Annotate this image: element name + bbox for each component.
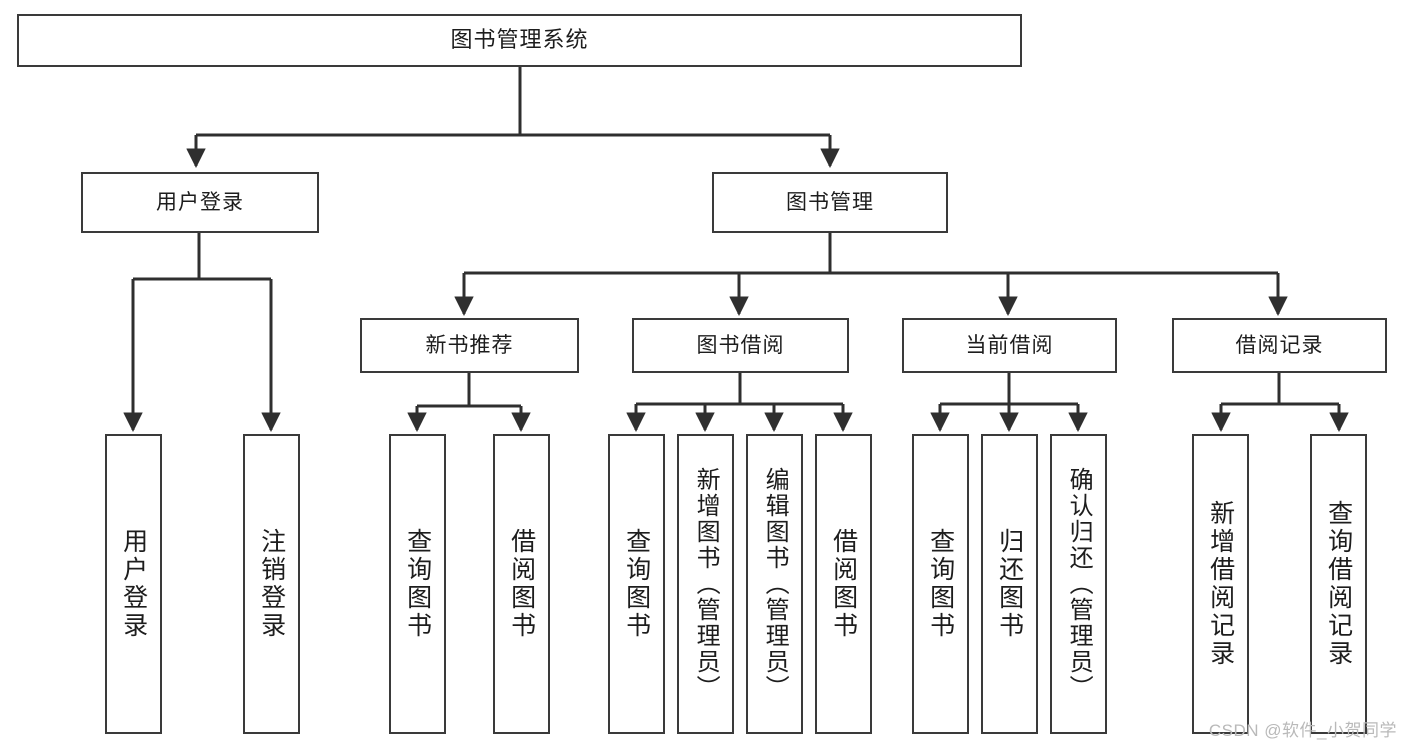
node-label: 图书管理	[786, 190, 874, 214]
node-label: 借阅记录	[1235, 333, 1324, 357]
node-label: 注销登录	[257, 528, 286, 640]
node-leaf-user-login[interactable]: 用户登录	[105, 434, 162, 734]
node-leaf-query-book-3[interactable]: 查询图书	[912, 434, 969, 734]
node-leaf-edit-book[interactable]: 编辑图书（管理员）	[746, 434, 803, 734]
node-leaf-add-book[interactable]: 新增图书（管理员）	[677, 434, 734, 734]
node-label: 查询图书	[926, 528, 955, 640]
node-label: 新增图书（管理员）	[692, 467, 720, 701]
node-label: 图书借阅	[696, 333, 785, 357]
watermark-text: CSDN @软件_小贺同学	[1208, 721, 1397, 740]
node-leaf-borrow-book-2[interactable]: 借阅图书	[815, 434, 872, 734]
node-user-login[interactable]: 用户登录	[81, 172, 319, 233]
node-label: 新增借阅记录	[1206, 500, 1235, 668]
node-current-borrow[interactable]: 当前借阅	[902, 318, 1117, 373]
node-leaf-logout[interactable]: 注销登录	[243, 434, 300, 734]
node-borrow-record[interactable]: 借阅记录	[1172, 318, 1387, 373]
node-leaf-query-book-2[interactable]: 查询图书	[608, 434, 665, 734]
node-label: 查询图书	[622, 528, 651, 640]
node-label: 借阅图书	[829, 528, 858, 640]
node-leaf-confirm-return[interactable]: 确认归还（管理员）	[1050, 434, 1107, 734]
node-book-management[interactable]: 图书管理	[712, 172, 948, 233]
node-label: 新书推荐	[425, 333, 514, 357]
node-label: 确认归还（管理员）	[1065, 467, 1093, 701]
node-book-borrow[interactable]: 图书借阅	[632, 318, 849, 373]
node-label: 编辑图书（管理员）	[761, 467, 789, 701]
node-leaf-return-book[interactable]: 归还图书	[981, 434, 1038, 734]
node-label: 归还图书	[995, 528, 1024, 640]
node-label: 用户登录	[156, 190, 244, 214]
node-label: 当前借阅	[965, 333, 1054, 357]
node-label: 图书管理系统	[450, 27, 589, 53]
node-label: 查询图书	[403, 528, 432, 640]
node-leaf-query-book-1[interactable]: 查询图书	[389, 434, 446, 734]
node-leaf-query-record[interactable]: 查询借阅记录	[1310, 434, 1367, 734]
node-label: 查询借阅记录	[1324, 500, 1353, 668]
node-leaf-add-record[interactable]: 新增借阅记录	[1192, 434, 1249, 734]
node-new-book-recommend[interactable]: 新书推荐	[360, 318, 579, 373]
node-label: 借阅图书	[507, 528, 536, 640]
node-root-book-management-system[interactable]: 图书管理系统	[17, 14, 1022, 67]
node-leaf-borrow-book-1[interactable]: 借阅图书	[493, 434, 550, 734]
node-label: 用户登录	[119, 528, 148, 640]
